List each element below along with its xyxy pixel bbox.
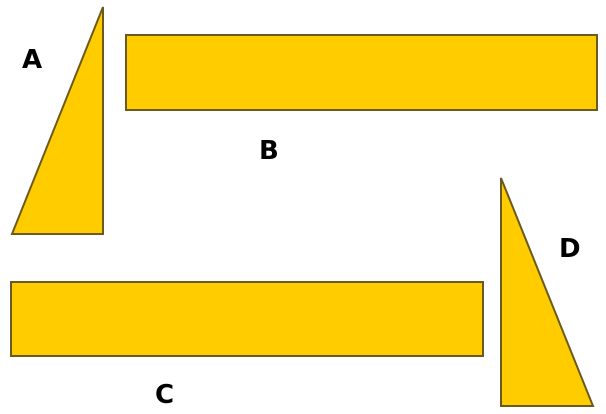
- label-c: C: [155, 380, 175, 410]
- label-a: A: [22, 45, 43, 75]
- shape-b-rectangle: [125, 34, 598, 111]
- shape-a-triangle: [10, 6, 104, 235]
- label-d: D: [559, 234, 581, 264]
- shape-d-triangle: [500, 177, 595, 407]
- shape-c-rectangle: [10, 281, 484, 357]
- label-b: B: [259, 136, 279, 166]
